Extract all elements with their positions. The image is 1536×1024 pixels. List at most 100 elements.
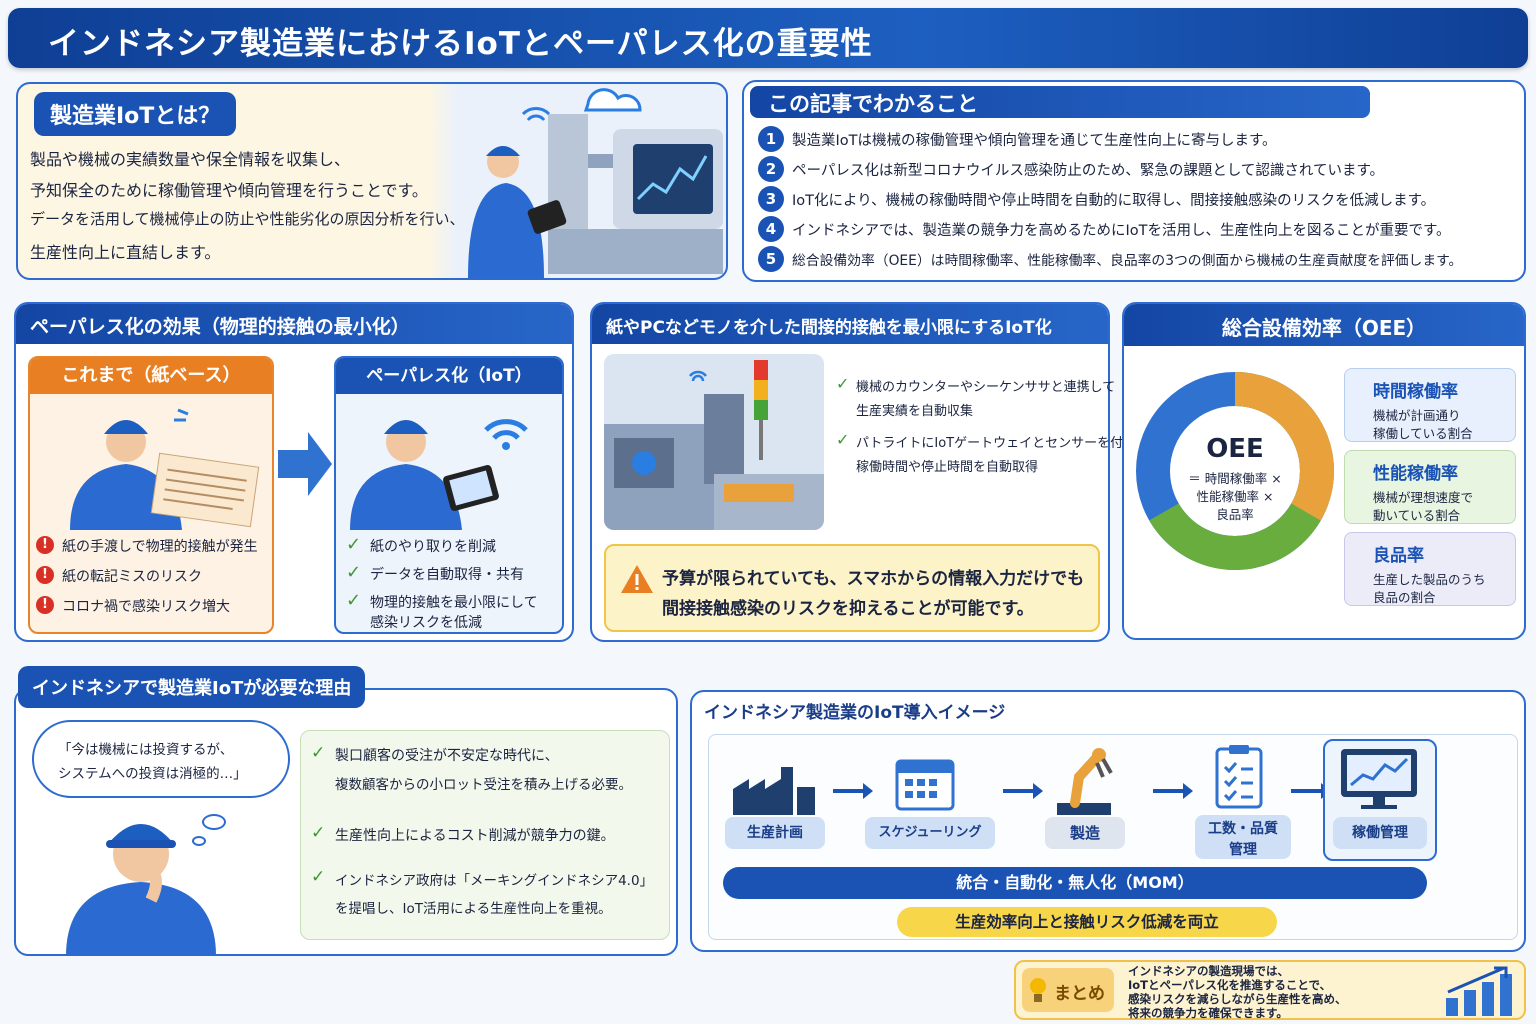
reason-line: 製口顧客の受注が不安定な時代に、 [335, 748, 559, 764]
step-production-planning: 生産計画 [725, 817, 825, 849]
iot-point-line: 機械のカウンターやシーケンササと連携して [856, 380, 1116, 395]
check-icon: ✓ [311, 823, 326, 843]
paperless-heading: ペーパレス化の効果（物理的接触の最小化） [16, 304, 572, 344]
arrow-right-icon [1003, 783, 1043, 799]
risk-text: 紙の転記ミスのリスク [62, 569, 202, 585]
oee-card-desc: 生産した製品のうち [1373, 572, 1486, 587]
thought-bubble: 「今は機械には投資するが、 システムへの投資は消極的…」 [32, 720, 290, 798]
summary-tag: まとめ [1022, 968, 1114, 1012]
thinking-worker-illustration [56, 800, 226, 956]
what-line-1: 製品や機械の実績数量や保全情報を収集し、 [30, 150, 351, 169]
oee-formula-line: ＝ 時間稼働率 × [1188, 471, 1282, 486]
step-label-line: 工数・品質 [1208, 821, 1278, 837]
oee-card-quality: 良品率 生産した製品のうち 良品の割合 [1344, 532, 1516, 606]
reason-line: インドネシア政府は「メーキングインドネシア4.0」 [335, 873, 654, 889]
list-item-text: ペーパレス化は新型コロナウイルス感染防止のため、緊急の課題として認識されています… [792, 163, 1385, 179]
reason-line: 複数顧客からの小ロット受注を積み上げる必要。 [335, 777, 632, 793]
oee-card-title: 性能稼働率 [1373, 464, 1458, 484]
list-item-text: 製造業IoTは機械の稼働管理や傾向管理を通じて生産性向上に寄与します。 [792, 133, 1277, 149]
paperless-panel: ペーパレス化の効果（物理的接触の最小化） これまで（紙ベース） ! 紙の手渡しで… [14, 302, 574, 642]
summary-tag-label: まとめ [1054, 984, 1105, 1004]
step-operation-management: 稼働管理 [1333, 817, 1427, 849]
arrow-right-icon [833, 783, 873, 799]
number-badge: 4 [758, 216, 784, 242]
check-icon: ✓ [311, 743, 326, 763]
what-line-2: 予知保全のために稼働管理や傾向管理を行うことです。 [30, 181, 428, 200]
warning-icon: ! [36, 536, 54, 554]
number-badge: 3 [758, 186, 784, 212]
bubble-line: システムへの投資は消極的…」 [58, 766, 247, 782]
monitor-chart-icon [1341, 749, 1417, 809]
indirect-heading: 紙やPCなどモノを介した間接的接触を最小限にするIoT化 [592, 304, 1108, 344]
oee-card-desc: 機械が理想速度で [1373, 490, 1474, 505]
factory-worker-illustration [438, 84, 726, 278]
arrow-right-icon [278, 432, 332, 496]
oee-card-desc: 機械が計画通り [1373, 408, 1461, 423]
oee-card-title: 時間稼働率 [1373, 382, 1458, 402]
oee-formula-line: 良品率 [1216, 507, 1254, 522]
reason-points-box: ✓ 製口顧客の受注が不安定な時代に、 複数顧客からの小ロット受注を積み上げる必要… [300, 730, 670, 940]
what-line-3: データを活用して機械停止の防止や性能劣化の原因分析を行い、 [30, 210, 465, 228]
summary-line: インドネシアの製造現場では、 [1128, 964, 1289, 978]
reason-heading: インドネシアで製造業IoTが必要な理由 [18, 666, 366, 708]
iot-point-line: パトライトにIoTゲートウェイとセンサーを付けて [856, 436, 1150, 451]
arrow-right-icon [1153, 783, 1193, 799]
step-scheduling: スケジューリング [865, 817, 995, 849]
bubble-line: 「今は機械には投資するが、 [58, 742, 234, 758]
step-label-line: 管理 [1229, 842, 1257, 858]
risk-text: 紙の手渡しで物理的接触が発生 [62, 539, 258, 555]
iot-point-line: 稼働時間や停止時間を自動取得 [856, 460, 1039, 475]
risk-text: コロナ禍で感染リスク増大 [62, 599, 230, 615]
oee-card-title: 良品率 [1373, 546, 1424, 566]
learn-panel: この記事でわかること 1 製造業IoTは機械の稼働管理や傾向管理を通じて生産性向… [742, 80, 1526, 282]
worker-tablet-illustration [346, 400, 556, 530]
oee-card-desc: 良品の割合 [1373, 590, 1436, 605]
oee-panel: 総合設備効率（OEE） OEE ＝ 時間稼働率 × 性能稼働率 × 良品率 時間… [1122, 302, 1526, 640]
check-icon: ✓ [346, 534, 362, 555]
benefit-text: 感染リスクを低減 [370, 615, 482, 631]
reason-line: 生産性向上によるコスト削減が競争力の鍵。 [335, 828, 615, 844]
what-is-iot-panel: 製造業IoTとは？ 製品や機械の実績数量や保全情報を収集し、 予知保全のために稼… [16, 82, 728, 280]
after-label: ペーパレス化（IoT） [336, 358, 562, 394]
mom-bar: 統合・自動化・無人化（MOM） [723, 867, 1427, 899]
before-label: これまで（紙ベース） [30, 358, 272, 394]
iot-point-line: 生産実績を自動収集 [856, 404, 974, 419]
warning-line-1: 予算が限られていても、スマホからの情報入力だけでも [662, 569, 1085, 589]
learn-heading: この記事でわかること [750, 86, 1370, 118]
factory-icon [733, 767, 815, 815]
bubble-dot-icon [192, 836, 206, 846]
oee-card-desc: 稼働している割合 [1373, 426, 1473, 441]
after-card: ペーパレス化（IoT） ✓ 紙のやり取りを削減 ✓ データを自動取得・共有 ✓ … [334, 356, 564, 634]
page-title: インドネシア製造業におけるIoTとペーパレス化の重要性 [48, 26, 873, 62]
number-badge: 2 [758, 156, 784, 182]
warning-icon: ! [36, 596, 54, 614]
summary-line: IoTとペーパレス化を推進することで、 [1128, 978, 1332, 992]
check-icon: ✓ [346, 562, 362, 583]
summary-box: まとめ インドネシアの製造現場では、 IoTとペーパレス化を推進することで、 感… [1014, 960, 1526, 1020]
warning-icon: ! [36, 566, 54, 584]
benefit-text: 紙のやり取りを削減 [370, 539, 496, 555]
list-item-text: 総合設備効率（OEE）は時間稼働率、性能稼働率、良品率の3つの側面から機械の生産… [792, 253, 1463, 269]
lightbulb-icon [1030, 978, 1046, 1002]
summary-line: 将来の競争力を確保できます。 [1128, 1006, 1288, 1020]
iot-image-heading: インドネシア製造業のIoT導入イメージ [704, 703, 1006, 723]
machine-illustration [604, 354, 824, 530]
before-card: これまで（紙ベース） ! 紙の手渡しで物理的接触が発生 ! 紙の転記ミスのリスク… [28, 356, 274, 634]
oee-heading: 総合設備効率（OEE） [1124, 304, 1524, 346]
indirect-contact-panel: 紙やPCなどモノを介した間接的接触を最小限にするIoT化 ✓ 機械のカウンターや… [590, 302, 1149, 642]
check-icon: ✓ [836, 430, 850, 449]
oee-center-title: OEE [1206, 434, 1264, 464]
warning-box: 予算が限られていても、スマホからの情報入力だけでも 間接接触感染のリスクを抑える… [604, 544, 1100, 632]
reason-line: を提唱し、IoT活用による生産性向上を重視。 [335, 901, 612, 917]
benefit-text: 物理的接触を最小限にして [370, 595, 538, 611]
title-bar: インドネシア製造業におけるIoTとペーパレス化の重要性 [8, 8, 1528, 68]
warning-line-2: 間接接触感染のリスクを抑えることが可能です。 [662, 599, 1034, 619]
clipboard-icon [1215, 745, 1263, 809]
what-line-4: 生産性向上に直結します。 [30, 243, 221, 262]
list-item-text: IoT化により、機械の稼働時間や停止時間を自動的に取得し、間接接触感染のリスクを… [792, 193, 1436, 209]
check-icon: ✓ [836, 374, 850, 393]
check-icon: ✓ [311, 867, 326, 887]
oee-card-availability: 時間稼働率 機械が計画通り 稼働している割合 [1344, 368, 1516, 442]
calendar-icon [895, 759, 955, 811]
oee-card-performance: 性能稼働率 機械が理想速度で 動いている割合 [1344, 450, 1516, 524]
